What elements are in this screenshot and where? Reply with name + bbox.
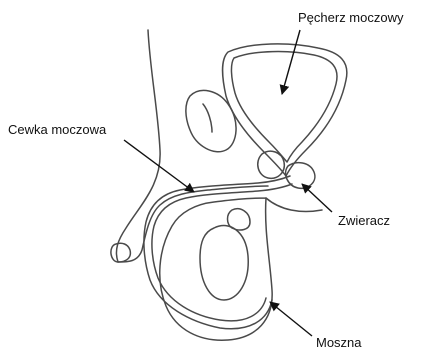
bladder-inner	[231, 52, 337, 162]
bladder-outer	[223, 44, 347, 176]
label-bladder: Pęcherz moczowy	[298, 10, 404, 25]
label-scrotum: Moszna	[316, 335, 362, 350]
epididymis	[228, 209, 251, 230]
prostate-left	[258, 151, 285, 178]
perineum	[266, 198, 322, 212]
urethra-arrow	[124, 140, 194, 192]
label-urethra: Cewka moczowa	[8, 122, 107, 137]
bladder-arrow	[282, 30, 300, 94]
pubic-bone-inner	[203, 104, 212, 132]
sphincter-arrow	[302, 184, 332, 212]
scrotum-arrow	[270, 302, 312, 336]
label-sphincter: Zwieracz	[338, 213, 390, 228]
glans	[111, 243, 130, 262]
testis	[200, 226, 248, 300]
